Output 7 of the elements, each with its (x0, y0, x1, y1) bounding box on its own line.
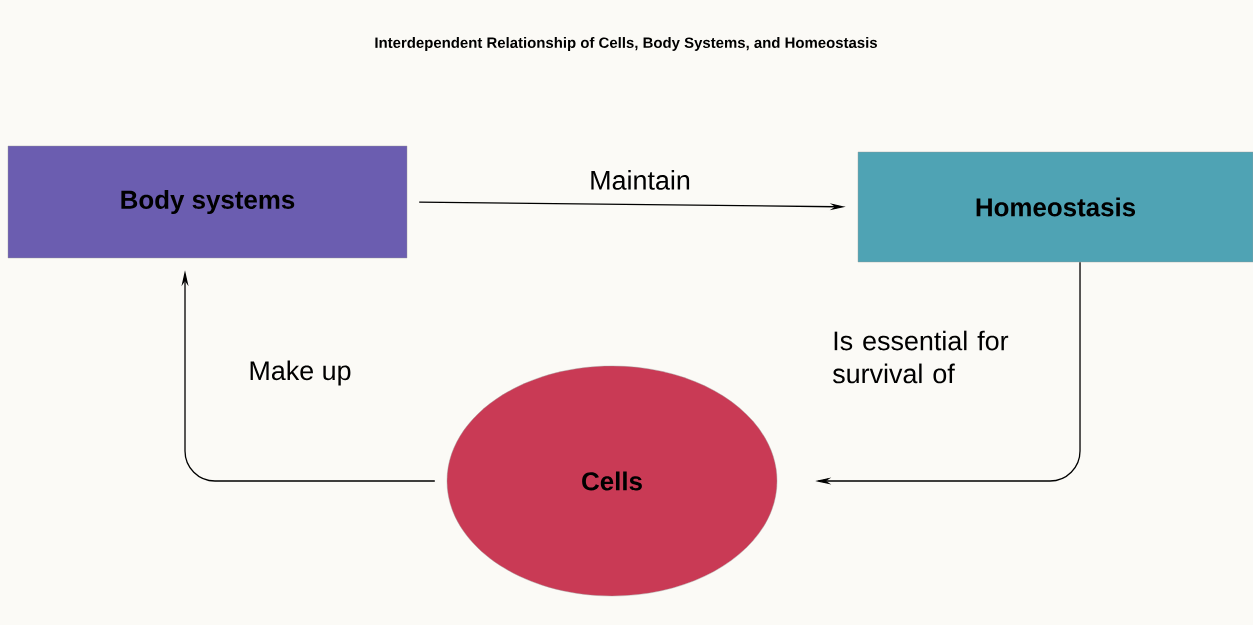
circle-node: Cells (446, 365, 778, 597)
edge-label: Make up (250, 360, 351, 386)
title: Interdependent Relationship of Cells, Body Systems, and Homeostasis (375, 37, 877, 51)
process-box: Body systems (7, 145, 408, 259)
edge-label: Is essential for survival of (832, 330, 1009, 384)
edge-label: Maintain (591, 170, 690, 190)
process-box: Homeostasis (857, 151, 1253, 263)
